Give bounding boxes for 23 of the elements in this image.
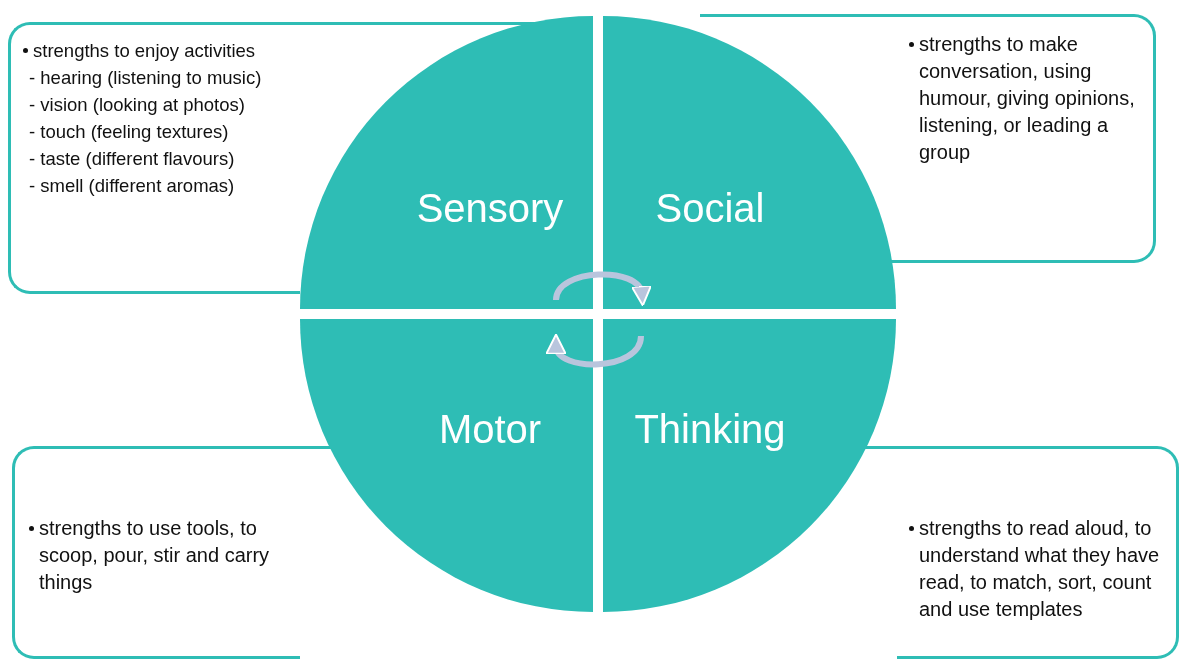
quadrant-segment (300, 16, 593, 309)
bullet-text: strengths to make conversation, using humour, giving opinions, listening, or leading a group (909, 31, 1147, 166)
quadrant-segment (603, 319, 896, 612)
list-item: - smell (different aromas) (28, 174, 235, 198)
quadrant-label: Motor (438, 406, 542, 452)
list-item: - hearing (listening to music) (28, 66, 262, 90)
curved-arrow (553, 271, 650, 306)
curved-arrow (547, 333, 644, 368)
bullet-text: strengths to use tools, to scoop, pour, stir and carry things (29, 515, 291, 596)
quadrant-label: Social (655, 185, 765, 231)
quadrant-label: Thinking (634, 406, 786, 452)
text-box (12, 446, 300, 659)
list-item: - taste (different flavours) (28, 147, 235, 171)
text-box (897, 446, 1179, 659)
quadrant-label: Sensory (416, 185, 564, 231)
list-item: - vision (looking at photos) (28, 93, 245, 117)
bullet-text: strengths to read aloud, to understand what they have read, to match, sort, count and use templates (909, 515, 1171, 623)
quadrant-segment (300, 319, 593, 612)
list-item: - touch (feeling textures) (28, 120, 229, 144)
text-box (897, 14, 1156, 263)
bullet-text: strengths to enjoy activities (23, 37, 299, 64)
quadrant-segment (603, 16, 896, 309)
text-box (8, 22, 300, 294)
